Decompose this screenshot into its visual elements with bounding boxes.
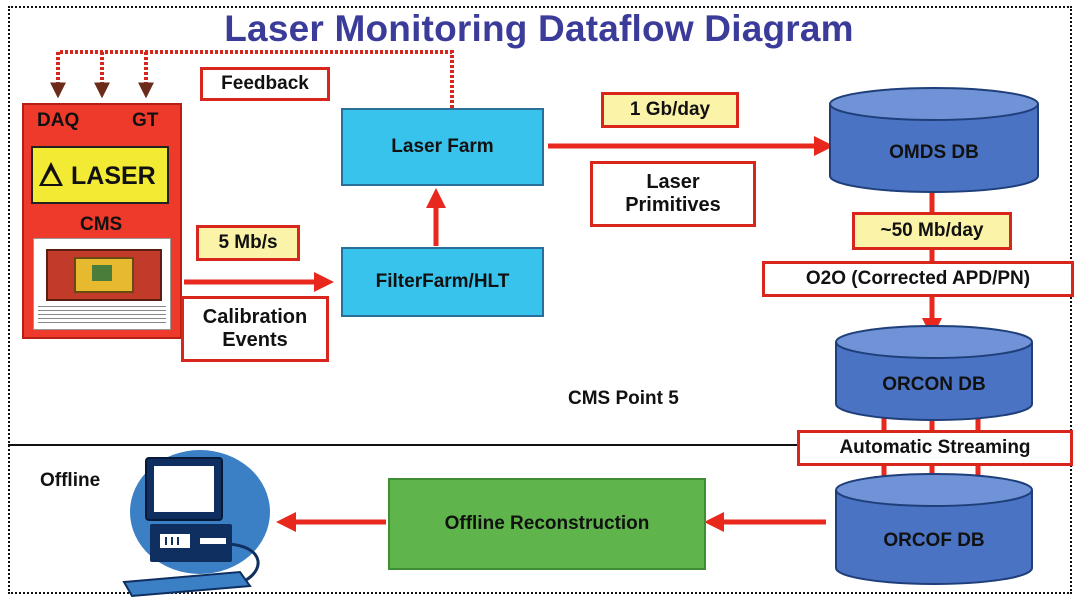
detector-core: [92, 265, 112, 281]
cms-detector-image: [33, 238, 171, 330]
omds-db-cylinder: [829, 87, 1039, 193]
computer-icon: [122, 450, 270, 598]
calibration-events-label: Calibration Events: [181, 296, 329, 362]
diagram-title: Laser Monitoring Dataflow Diagram: [224, 8, 854, 49]
o2o-label: O2O (Corrected APD/PN): [762, 261, 1074, 297]
cms-point5-label: CMS Point 5: [568, 388, 679, 409]
daq-label: DAQ: [37, 110, 80, 131]
rate-5mb-label: 5 Mb/s: [196, 225, 300, 261]
filter-farm-box: FilterFarm/HLT: [341, 247, 544, 317]
gt-label: GT: [132, 110, 159, 131]
feedback-label: Feedback: [200, 67, 330, 101]
detector-caption: [38, 303, 166, 323]
orcof-db-cylinder: [835, 473, 1033, 585]
laser-label: LASER: [71, 162, 156, 190]
cms-label: CMS: [80, 214, 123, 235]
omds-db-label: OMDS DB: [889, 142, 979, 163]
orcon-db-label: ORCON DB: [882, 374, 986, 395]
offline-label: Offline: [40, 470, 101, 491]
automatic-streaming-label: Automatic Streaming: [797, 430, 1073, 466]
rate-50mb-label: ~50 Mb/day: [852, 212, 1012, 250]
feedback-connector: [50, 50, 454, 108]
rate-1gb-label: 1 Gb/day: [601, 92, 739, 128]
laser-farm-box: Laser Farm: [341, 108, 544, 186]
orcon-db-cylinder: [835, 325, 1033, 421]
orcof-db-label: ORCOF DB: [883, 530, 985, 551]
laser-primitives-label: Laser Primitives: [590, 161, 756, 227]
laser-box: LASER: [31, 146, 169, 204]
diagram-frame: [8, 6, 1072, 594]
online-offline-divider: [8, 444, 1072, 446]
offline-reconstruction-box: Offline Reconstruction: [388, 478, 706, 570]
